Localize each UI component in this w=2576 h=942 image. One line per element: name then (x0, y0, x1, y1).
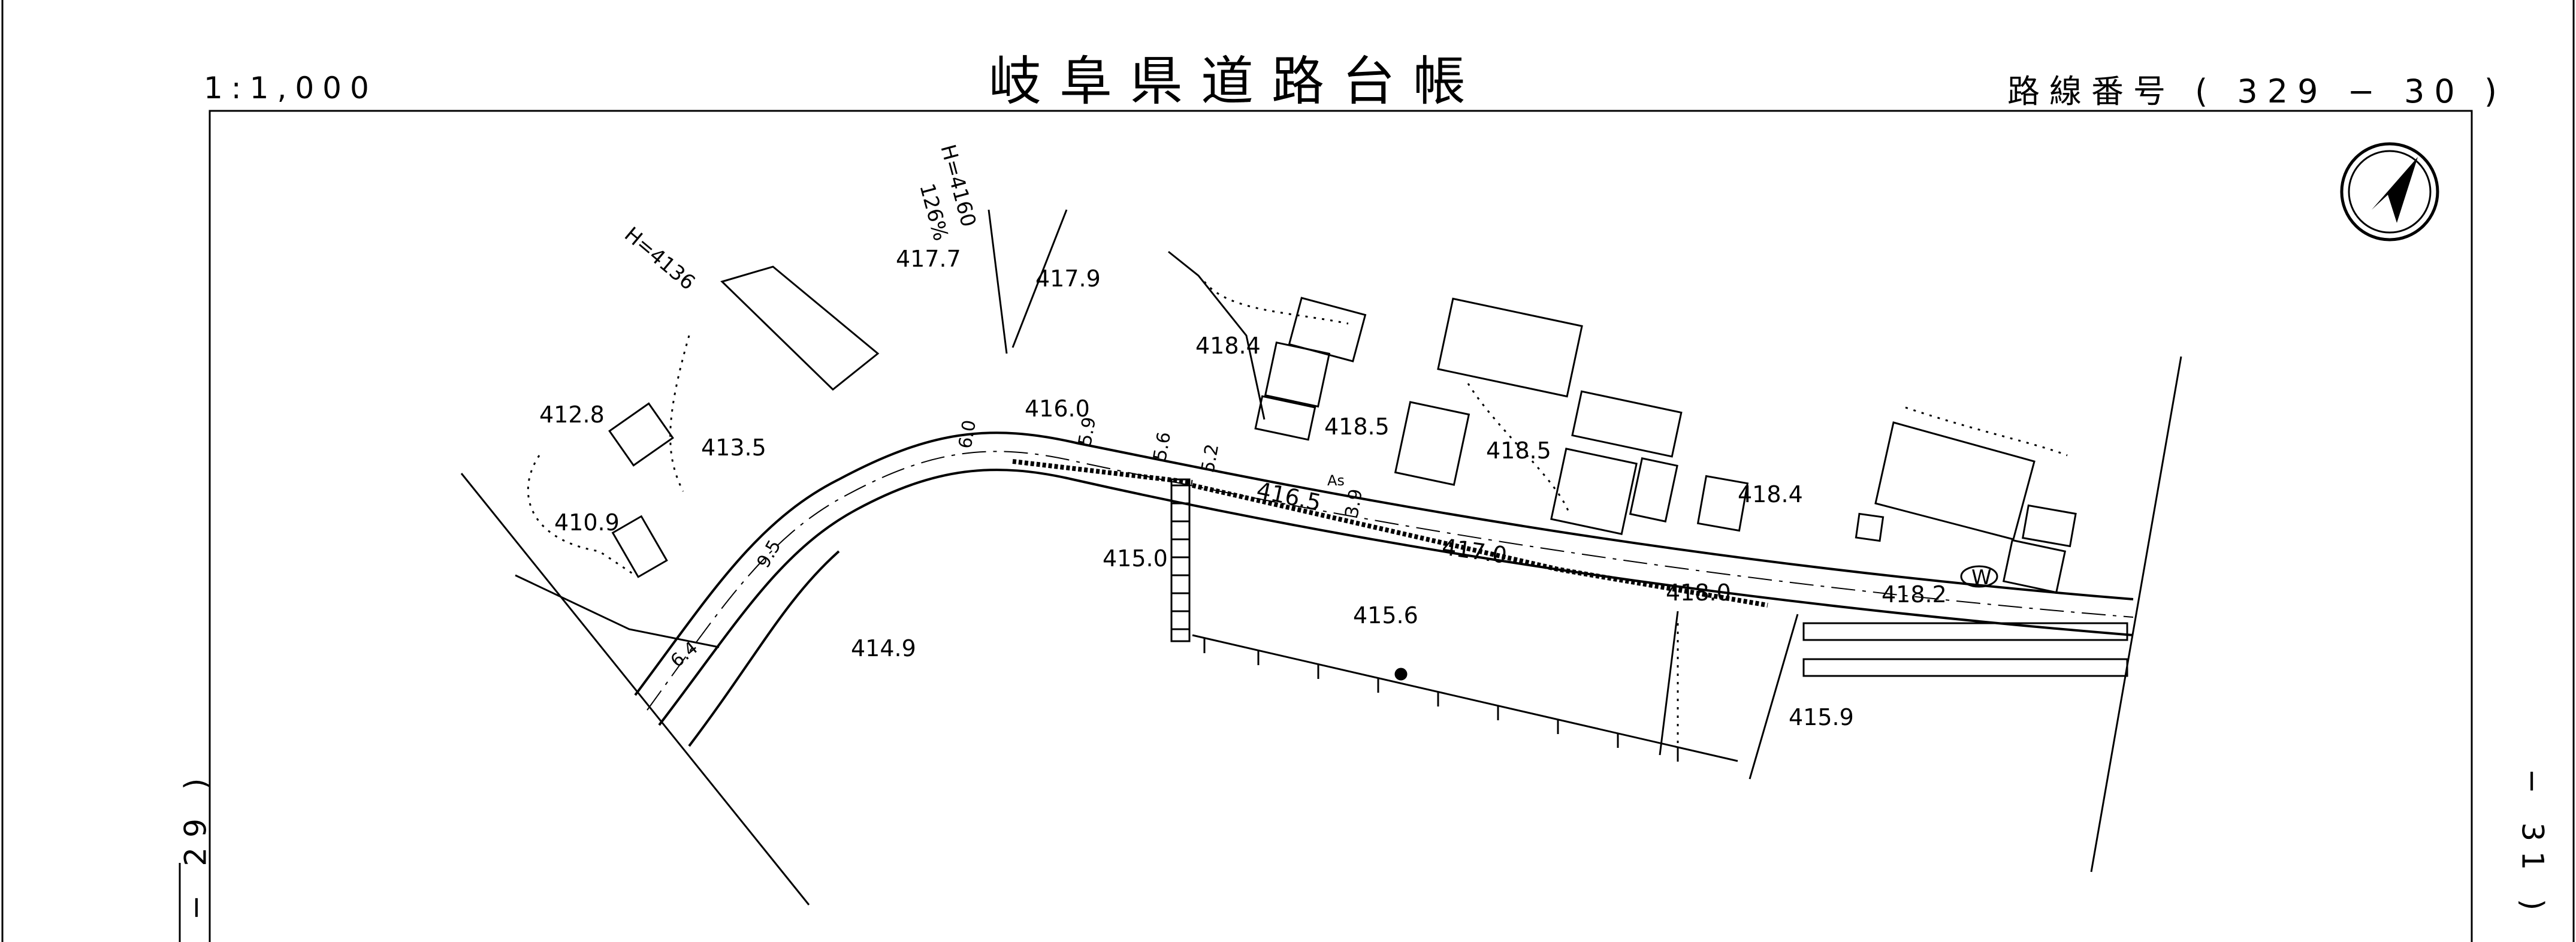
width-label: 5.6 (1149, 430, 1175, 462)
elevation-label: 416.5 (1254, 477, 1324, 517)
elevation-label: 418.0 (1666, 579, 1731, 606)
north-arrow-icon (2340, 142, 2439, 241)
elevation-label: 412.8 (539, 401, 605, 428)
wall-3 (1802, 658, 2128, 677)
height-annotation: H=4136 (620, 222, 699, 295)
surface-annotation: As (1327, 472, 1345, 489)
route-number-label: 路線番号 ( 329 − 30 ) (2007, 73, 2506, 110)
wall-2 (1802, 622, 2128, 641)
parcel-lines (460, 209, 2182, 905)
road-centerline (647, 451, 2134, 711)
water-marker-icon (1960, 565, 1998, 588)
scale-label: 1:1,000 (204, 71, 378, 105)
elevation-label: 415.0 (1103, 545, 1168, 572)
width-label: 5.9 (1074, 415, 1100, 447)
elevation-label: 416.0 (1025, 395, 1090, 422)
elevation-label: 417.9 (1035, 265, 1101, 292)
elevation-label: 418.5 (1486, 437, 1551, 464)
elevation-label: 417.7 (896, 246, 961, 272)
elevation-label: 418.4 (1195, 333, 1261, 359)
width-label: 5.2 (1197, 442, 1223, 474)
water-label: W (1971, 566, 1992, 590)
sheet-title: 岐阜県道路台帳 (989, 50, 1484, 112)
elevation-label: 414.9 (851, 635, 916, 662)
road-edges (634, 431, 2134, 747)
elevation-label: 410.9 (554, 509, 620, 536)
width-label: 6.0 (955, 418, 980, 450)
elevation-label: 415.9 (1789, 704, 1854, 730)
elevation-label: 417.0 (1440, 533, 1509, 569)
elevation-label: 418.2 (1882, 581, 1947, 608)
map-frame (209, 110, 2473, 942)
elevation-label: 418.5 (1324, 413, 1390, 440)
width-label: 3.9 (1341, 487, 1367, 519)
elevation-label: 415.6 (1353, 602, 1418, 629)
retaining-walls (1012, 459, 2128, 677)
elevation-label: 418.4 (1738, 481, 1803, 508)
elevation-label: 413.5 (701, 434, 766, 461)
buildings (608, 265, 2077, 594)
slope-ticks (1192, 634, 1738, 762)
dotted-boundaries (527, 281, 2068, 743)
